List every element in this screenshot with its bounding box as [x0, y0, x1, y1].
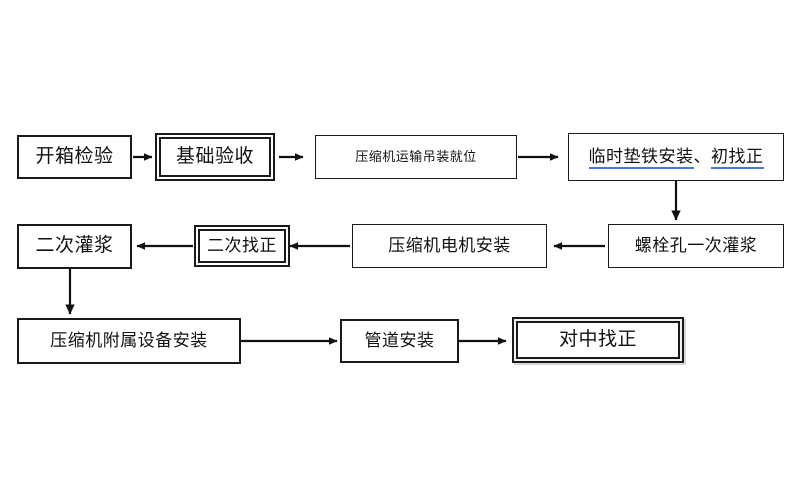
node-erci-guanjiang[interactable]: 二次灌浆	[17, 224, 132, 269]
node-guandao-anzhuang[interactable]: 管道安装	[340, 319, 459, 363]
node-label-seg-1: 临时垫铁安装	[588, 146, 694, 169]
node-label-composite: 临时垫铁安装、初找正	[588, 146, 764, 169]
node-label: 基础验收	[175, 145, 254, 167]
node-luoshuankong-guanjiang[interactable]: 螺栓孔一次灌浆	[608, 224, 784, 268]
node-label: 压缩机运输吊装就位	[355, 148, 477, 164]
node-jichu-yanshou[interactable]: 基础验收	[155, 133, 275, 181]
node-label: 二次灌浆	[35, 235, 114, 257]
node-duizhong-zhaozheng[interactable]: 对中找正	[512, 317, 684, 363]
node-linshi-dietie[interactable]: 临时垫铁安装、初找正	[568, 133, 784, 181]
node-dianji-anzhuang[interactable]: 压缩机电机安装	[352, 224, 547, 268]
node-fushu-shebei[interactable]: 压缩机附属设备安装	[17, 318, 241, 364]
node-label: 二次找正	[207, 235, 277, 255]
node-label-seg-3: 初找正	[711, 146, 764, 169]
node-erci-zhaozheng[interactable]: 二次找正	[194, 225, 290, 267]
node-label: 压缩机电机安装	[388, 235, 511, 255]
node-label: 管道安装	[364, 330, 435, 350]
node-kaixiang-jianyan[interactable]: 开箱检验	[17, 135, 132, 179]
node-label: 对中找正	[558, 328, 637, 350]
node-label-seg-2: 、	[693, 146, 711, 166]
node-label: 压缩机附属设备安装	[50, 330, 208, 350]
node-label: 开箱检验	[35, 145, 114, 167]
node-yunshu-diaozhuang[interactable]: 压缩机运输吊装就位	[315, 135, 517, 179]
node-label: 螺栓孔一次灌浆	[634, 235, 758, 255]
